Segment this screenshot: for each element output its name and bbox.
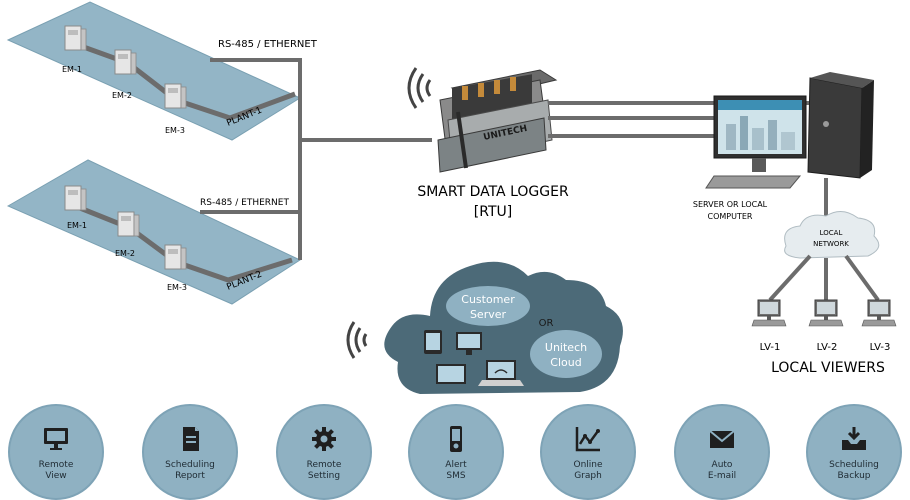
laptop-screen-icon	[436, 364, 466, 384]
plant-2-meter-2-label: EM-2	[115, 249, 135, 258]
feature-online-graph-line1: Online	[573, 460, 603, 470]
plant-2-link-label: RS-485 / ETHERNET	[200, 198, 289, 208]
report-icon	[183, 427, 199, 451]
feature-online-graph-line2: Graph	[574, 471, 602, 481]
phone-icon	[450, 426, 462, 452]
plant-1-meter-1-label: EM-1	[62, 65, 82, 74]
feature-scheduling-backup-line2: Backup	[837, 471, 871, 481]
local-network-cloud	[784, 211, 880, 259]
plant-2-meter-1	[64, 185, 87, 211]
plant-2-meter-3-label: EM-3	[167, 283, 187, 292]
cloud-or-label: OR	[539, 318, 554, 329]
local-viewer-1	[751, 299, 787, 327]
feature-scheduling-backup-line1: Scheduling	[829, 460, 879, 470]
smart-data-logger: UNITECH SMART DATA LOGGER [RTU]	[407, 67, 569, 220]
feature-auto-email-line2: E-mail	[707, 471, 737, 481]
local-network: LOCAL NETWORK	[768, 211, 880, 302]
feature-remote-setting-line2: Setting	[307, 471, 341, 481]
logger-subtitle: [RTU]	[474, 204, 512, 220]
server-tower	[807, 77, 863, 179]
feature-scheduling-report-line2: Report	[175, 471, 205, 481]
plant-2: EM-1 EM-2 EM-3 PLANT-2 RS-485 / ETHERNET	[6, 159, 302, 305]
feature-alert-sms-line2: SMS	[446, 471, 466, 481]
logger-antenna	[456, 111, 468, 169]
unitech-cloud-line1: Unitech	[545, 341, 587, 354]
customer-server-bubble	[446, 286, 530, 326]
envelope-icon	[709, 430, 735, 448]
plant-1-meter-1	[64, 25, 87, 51]
monitor-device-icon	[456, 332, 482, 355]
network-label-line1: LOCAL	[820, 229, 843, 237]
tablet-icon	[424, 330, 442, 354]
plant-1-platform	[6, 1, 302, 141]
local-viewer-2	[808, 299, 844, 327]
local-viewers: LV-1 LV-2 LV-3 LOCAL VIEWERS	[751, 299, 897, 376]
logger-title: SMART DATA LOGGER	[417, 184, 569, 200]
plant-2-meter-3	[164, 244, 187, 270]
plant-1: EM-1 EM-2 EM-3 PLANT-1 RS-485 / ETHERNET	[6, 1, 318, 141]
laptop-wifi-icon	[478, 360, 524, 386]
feature-remote-view-line1: Remote	[38, 460, 74, 470]
plant-to-logger-wiring	[200, 58, 432, 260]
plant-1-meter-2-label: EM-2	[112, 91, 132, 100]
network-label-line2: NETWORK	[813, 240, 849, 248]
plant-1-link-label: RS-485 / ETHERNET	[218, 39, 318, 50]
plant-2-meter-1-label: EM-1	[67, 221, 87, 230]
feature-auto-email-line1: Auto	[711, 460, 733, 470]
cloud-services: Customer Server OR Unitech Cloud	[346, 261, 623, 394]
local-viewers-title: LOCAL VIEWERS	[771, 360, 885, 376]
graph-icon	[575, 427, 600, 452]
feature-scheduling-report-line1: Scheduling	[165, 460, 215, 470]
server-label-line2: COMPUTER	[708, 212, 753, 221]
unitech-cloud-line2: Cloud	[550, 356, 581, 369]
logger-wireless-icon	[425, 79, 432, 97]
monitor-icon	[44, 428, 68, 450]
local-viewer-2-label: LV-2	[817, 342, 838, 353]
backup-icon	[842, 427, 866, 450]
local-viewer-3-label: LV-3	[870, 342, 891, 353]
customer-server-line1: Customer	[461, 293, 515, 306]
local-viewer-1-label: LV-1	[760, 342, 781, 353]
cloud-wireless-icon	[362, 333, 368, 347]
plant-1-meter-2	[114, 49, 137, 75]
plant-1-meter-3	[164, 83, 187, 109]
plant-1-meter-3-label: EM-3	[165, 126, 185, 135]
server-computer: SERVER OR LOCAL COMPUTER	[693, 72, 874, 226]
feature-remote-view-line2: View	[45, 471, 67, 481]
feature-alert-sms-line1: Alert	[445, 460, 467, 470]
plant-2-meter-2	[117, 211, 140, 237]
server-keyboard	[705, 175, 802, 189]
server-label-line1: SERVER OR LOCAL	[693, 200, 768, 209]
feature-remote-setting-line1: Remote	[306, 460, 342, 470]
local-viewer-3	[861, 299, 897, 327]
gear-icon	[312, 427, 336, 451]
plant-2-platform	[6, 159, 302, 305]
customer-server-line2: Server	[470, 308, 507, 321]
unitech-cloud-bubble	[530, 330, 602, 378]
